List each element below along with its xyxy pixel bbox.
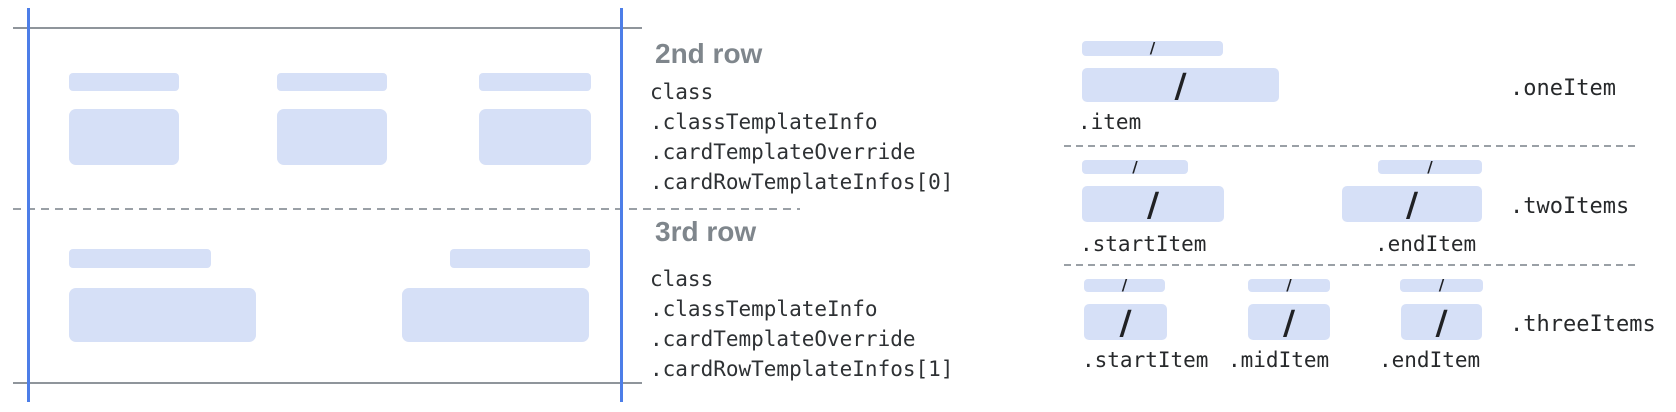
start-item-label-bar: / — [1082, 157, 1188, 176]
code-line: .cardTemplateOverride — [650, 140, 916, 164]
row2-col2-value-block — [277, 109, 387, 165]
slash-glyph: / — [1121, 276, 1128, 294]
layout-name-label: .twoItems — [1510, 194, 1630, 219]
layout-name-label: .oneItem — [1510, 76, 1616, 101]
code-line: class — [650, 267, 714, 291]
slash-glyph: / — [1282, 302, 1296, 342]
code-line: .cardRowTemplateInfos[0] — [650, 170, 954, 194]
item-label-bar: / — [1082, 41, 1223, 56]
code-line: .classTemplateInfo — [650, 110, 878, 134]
slash-glyph: / — [1286, 276, 1292, 294]
mid-item-name-label: .midItem — [1228, 348, 1330, 372]
start-item-label-bar: / — [1084, 276, 1165, 294]
end-item-value-bar: / — [1401, 304, 1482, 340]
left-guide-line — [27, 8, 30, 402]
row2-col3-label-bar — [479, 73, 591, 91]
row3-col1-value-block — [69, 288, 256, 342]
start-item-name-label: .startItem — [1080, 232, 1207, 256]
slash-glyph: / — [1435, 302, 1448, 342]
mid-item-value-bar: / — [1248, 304, 1330, 340]
start-item-name-label: .startItem — [1082, 348, 1209, 372]
right-guide-line — [620, 8, 623, 402]
row2-col3-value-block — [479, 109, 591, 165]
row3-col2-value-block — [402, 288, 589, 342]
slash-glyph: / — [1149, 39, 1156, 57]
start-item-value-bar: / — [1084, 304, 1167, 340]
end-item-value-bar: / — [1342, 186, 1482, 222]
layout-separator-dotted-line — [1064, 264, 1640, 266]
row2-col1-label-bar — [69, 73, 179, 91]
layout-name-label: .threeItems — [1510, 312, 1656, 337]
row2-col1-value-block — [69, 109, 179, 165]
end-item-label-bar: / — [1378, 157, 1482, 176]
code-line: .cardTemplateOverride — [650, 327, 916, 351]
row-title: 3rd row — [655, 216, 757, 247]
row3-col2-label-bar — [450, 249, 590, 268]
code-line: .classTemplateInfo — [650, 297, 878, 321]
slash-glyph: / — [1427, 157, 1433, 176]
slash-glyph: / — [1146, 184, 1160, 224]
code-line: .cardRowTemplateInfos[1] — [650, 357, 954, 381]
slash-glyph: / — [1174, 65, 1187, 105]
code-line: class — [650, 80, 714, 104]
slash-glyph: / — [1405, 184, 1419, 224]
slash-glyph: / — [1119, 302, 1132, 342]
slash-glyph: / — [1132, 157, 1138, 176]
row-divider-dashed-line — [13, 208, 800, 210]
item-name-label: .item — [1078, 110, 1142, 134]
start-item-value-bar: / — [1082, 186, 1224, 222]
row2-col2-label-bar — [277, 73, 387, 91]
end-item-label-bar: / — [1400, 276, 1483, 294]
layout-separator-dotted-line — [1064, 145, 1640, 147]
top-border-line — [13, 27, 642, 29]
row3-col1-label-bar — [69, 249, 211, 268]
slash-glyph: / — [1438, 276, 1445, 294]
end-item-name-label: .endItem — [1375, 232, 1477, 256]
end-item-name-label: .endItem — [1379, 348, 1481, 372]
item-value-bar: / — [1082, 68, 1279, 102]
bottom-border-line — [13, 382, 642, 384]
row-title: 2nd row — [655, 38, 763, 69]
mid-item-label-bar: / — [1248, 276, 1330, 294]
